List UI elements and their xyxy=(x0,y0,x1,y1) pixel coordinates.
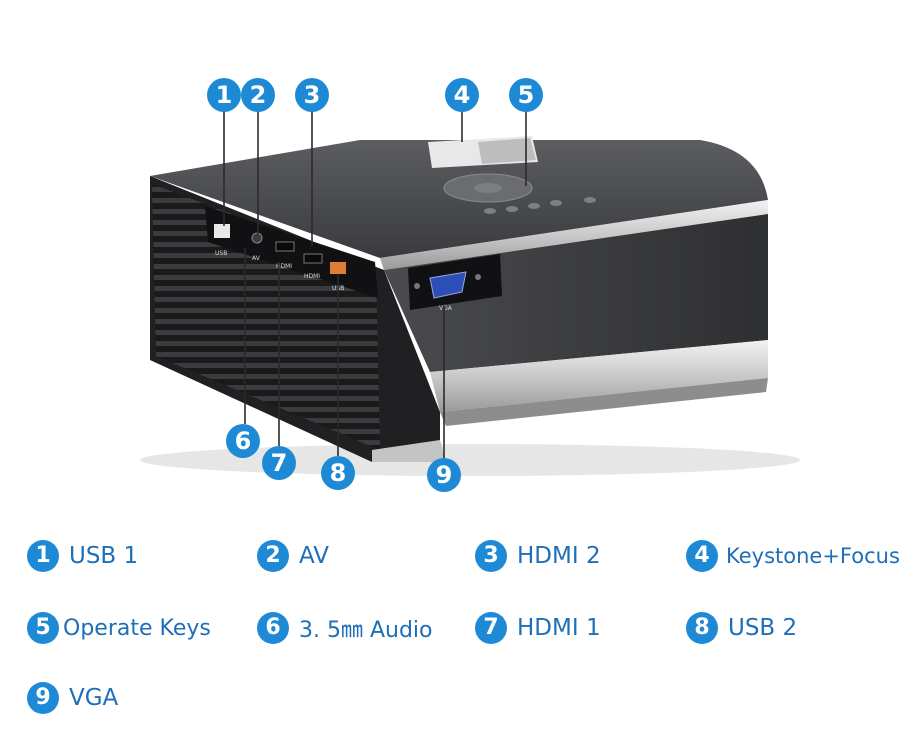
legend-badge: 4 xyxy=(686,540,718,572)
vga-screw-right xyxy=(475,274,481,280)
legend-item-av: 2 AV xyxy=(257,538,329,574)
callout-badge-2: 2 xyxy=(241,78,275,112)
svg-text:USB: USB xyxy=(215,250,227,257)
callout-badge-3: 3 xyxy=(295,78,329,112)
operate-key xyxy=(584,197,596,203)
legend-label: HDMI 2 xyxy=(517,543,601,569)
callout-badge-6: 6 xyxy=(226,424,260,458)
operate-key xyxy=(528,203,540,209)
legend-label: AV xyxy=(299,543,329,569)
legend-label: USB 2 xyxy=(728,615,798,641)
projector-photo: USB AV HDMI HDMI USB VGA xyxy=(140,112,800,476)
legend-badge: 3 xyxy=(475,540,507,572)
svg-text:HDMI: HDMI xyxy=(304,273,320,280)
legend-item-operate-keys: 5 Operate Keys xyxy=(27,610,211,646)
callout-badge-8: 8 xyxy=(321,456,355,490)
hdmi1-port xyxy=(303,253,323,264)
usb2-port xyxy=(330,262,346,274)
legend-label: Operate Keys xyxy=(63,615,211,641)
top-silver-edge xyxy=(380,200,768,270)
operate-key xyxy=(484,208,496,214)
legend-item-audio: 6 3. 5㎜ Audio xyxy=(257,610,433,646)
legend-item-usb1: 1 USB 1 xyxy=(27,538,138,574)
legend-item-vga: 9 VGA xyxy=(27,680,118,716)
legend-item-usb2: 8 USB 2 xyxy=(686,610,797,646)
legend-label: HDMI 1 xyxy=(517,615,601,641)
legend-label: VGA xyxy=(69,685,119,711)
callout-badge-4: 4 xyxy=(445,78,479,112)
left-silver-foot xyxy=(372,440,446,462)
legend-item-hdmi2: 3 HDMI 2 xyxy=(475,538,601,574)
legend-item-hdmi1: 7 HDMI 1 xyxy=(475,610,601,646)
floor-shadow xyxy=(140,444,800,476)
svg-text:AV: AV xyxy=(252,255,261,262)
bottom-shadow-band xyxy=(440,378,768,426)
hdmi2-port xyxy=(275,241,295,252)
legend-badge: 6 xyxy=(257,612,289,644)
usb1-port xyxy=(214,224,230,238)
svg-text:HDMI: HDMI xyxy=(276,263,292,270)
callout-badge-1: 1 xyxy=(207,78,241,112)
port-panel xyxy=(205,206,378,298)
callout-badge-7: 7 xyxy=(262,446,296,480)
control-center-button xyxy=(474,183,502,193)
av-jack xyxy=(251,232,263,244)
callout-badge-5: 5 xyxy=(509,78,543,112)
legend-label: 3. 5㎜ Audio xyxy=(299,618,433,643)
legend-badge: 8 xyxy=(686,612,718,644)
svg-text:VGA: VGA xyxy=(439,305,453,312)
legend-item-keystone-focus: 4 Keystone+Focus xyxy=(686,538,900,574)
legend-badge: 9 xyxy=(27,682,59,714)
legend-badge: 1 xyxy=(27,540,59,572)
vga-connector xyxy=(429,271,467,299)
legend-badge: 2 xyxy=(257,540,289,572)
bottom-silver-band xyxy=(430,340,768,412)
front-panel xyxy=(384,214,768,372)
legend-badge: 7 xyxy=(475,612,507,644)
operate-key xyxy=(506,206,518,212)
callout-badge-9: 9 xyxy=(427,458,461,492)
operate-key xyxy=(550,200,562,206)
vga-screw-left xyxy=(414,283,420,289)
legend-badge: 5 xyxy=(27,612,59,644)
legend-label: USB 1 xyxy=(69,543,139,569)
legend-label: Keystone+Focus xyxy=(726,544,900,568)
